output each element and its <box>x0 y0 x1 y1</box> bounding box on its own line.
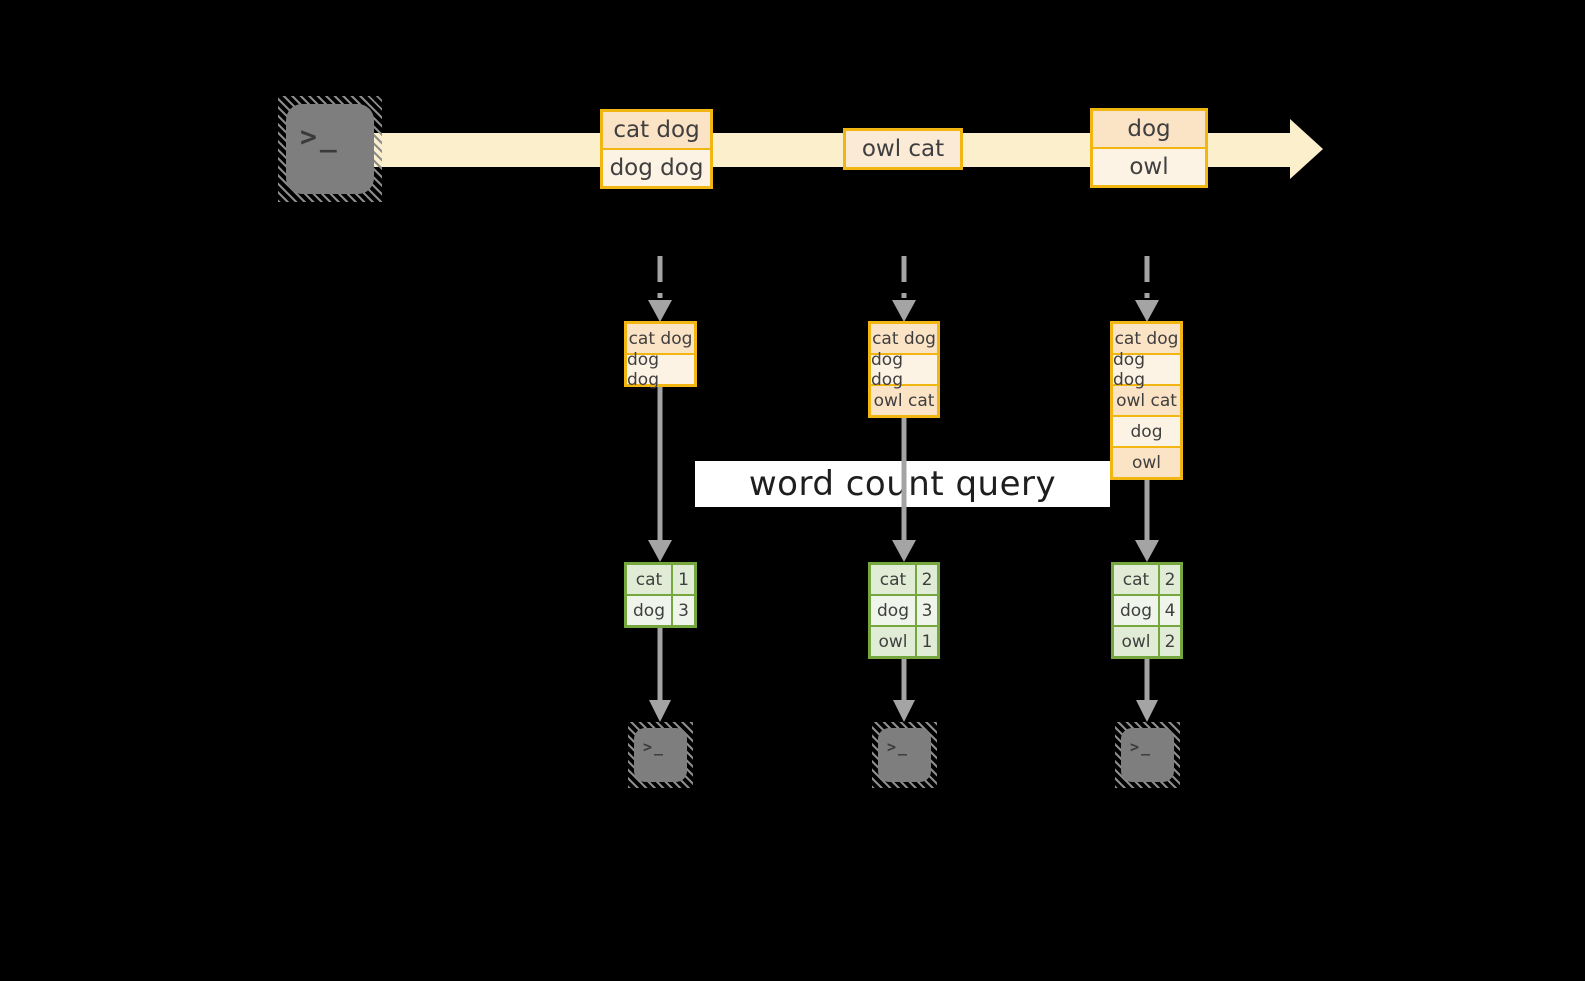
count-word: owl <box>1114 627 1160 656</box>
count-row: cat 1 <box>627 565 694 594</box>
count-value: 2 <box>917 565 937 594</box>
count-value: 2 <box>1160 627 1180 656</box>
query-arrow-3 <box>1135 480 1159 562</box>
count-row: dog 4 <box>1114 594 1180 625</box>
ingest-arrow-3 <box>1135 256 1159 322</box>
sink-arrow-1 <box>649 628 671 722</box>
buffer-line: dog dog <box>1113 350 1180 390</box>
source-terminal-icon: >_ <box>278 96 382 202</box>
event-line: owl cat <box>846 131 960 167</box>
buffer-line: cat dog <box>871 324 937 353</box>
count-word: owl <box>871 627 917 656</box>
event-line: owl <box>1093 147 1205 185</box>
buffer-line: dog <box>1113 415 1180 446</box>
query-arrow-1 <box>648 387 672 562</box>
record-buffer-1: cat dog dog dog <box>624 321 697 390</box>
buffer-line: cat dog <box>627 324 694 353</box>
count-word: cat <box>627 565 673 594</box>
terminal-prompt-glyph: >_ <box>887 738 910 756</box>
record-buffer-3: cat dog dog dog owl cat dog owl <box>1110 321 1183 480</box>
count-value: 3 <box>917 596 937 625</box>
count-row: cat 2 <box>871 565 937 594</box>
count-word: dog <box>871 596 917 625</box>
ingest-arrow-1 <box>648 256 672 322</box>
count-table-3: cat 2 dog 4 owl 2 <box>1111 562 1183 659</box>
sink-arrow-3 <box>1136 659 1158 722</box>
buffer-line: owl cat <box>871 384 937 415</box>
count-value: 1 <box>917 627 937 656</box>
terminal-icon: >_ <box>634 728 687 782</box>
event-line: cat dog <box>603 112 710 148</box>
terminal-prompt-glyph: >_ <box>1130 738 1153 756</box>
event-line: dog dog <box>603 148 710 186</box>
count-word: cat <box>1114 565 1160 594</box>
count-word: cat <box>871 565 917 594</box>
count-value: 1 <box>673 565 694 594</box>
stream-event-1: cat dog dog dog <box>600 109 713 189</box>
count-word: dog <box>1114 596 1160 625</box>
buffer-line: cat dog <box>1113 324 1180 353</box>
terminal-icon: >_ <box>286 104 374 194</box>
sink-terminal-icon-1: >_ <box>628 722 693 788</box>
record-buffer-2: cat dog dog dog owl cat <box>868 321 940 418</box>
count-word: dog <box>627 596 673 625</box>
count-value: 4 <box>1160 596 1180 625</box>
buffer-line: dog dog <box>871 350 937 390</box>
buffer-line: owl cat <box>1113 384 1180 415</box>
ingest-arrow-2 <box>892 256 916 322</box>
buffer-line: dog dog <box>627 350 694 390</box>
count-row: cat 2 <box>1114 565 1180 594</box>
count-value: 3 <box>673 596 694 625</box>
event-line: dog <box>1093 111 1205 147</box>
count-table-2: cat 2 dog 3 owl 1 <box>868 562 940 659</box>
terminal-icon: >_ <box>878 728 931 782</box>
terminal-icon: >_ <box>1121 728 1174 782</box>
count-row: owl 1 <box>871 625 937 656</box>
terminal-prompt-glyph: >_ <box>643 738 666 756</box>
stream-event-2: owl cat <box>843 128 963 170</box>
count-row: dog 3 <box>627 594 694 625</box>
sink-arrow-2 <box>893 659 915 722</box>
stream-event-3: dog owl <box>1090 108 1208 188</box>
count-table-1: cat 1 dog 3 <box>624 562 697 628</box>
count-value: 2 <box>1160 565 1180 594</box>
query-arrow-2 <box>892 418 916 562</box>
buffer-line: owl <box>1113 446 1180 477</box>
count-row: dog 3 <box>871 594 937 625</box>
terminal-prompt-glyph: >_ <box>300 120 340 153</box>
count-row: owl 2 <box>1114 625 1180 656</box>
sink-terminal-icon-3: >_ <box>1115 722 1180 788</box>
sink-terminal-icon-2: >_ <box>872 722 937 788</box>
